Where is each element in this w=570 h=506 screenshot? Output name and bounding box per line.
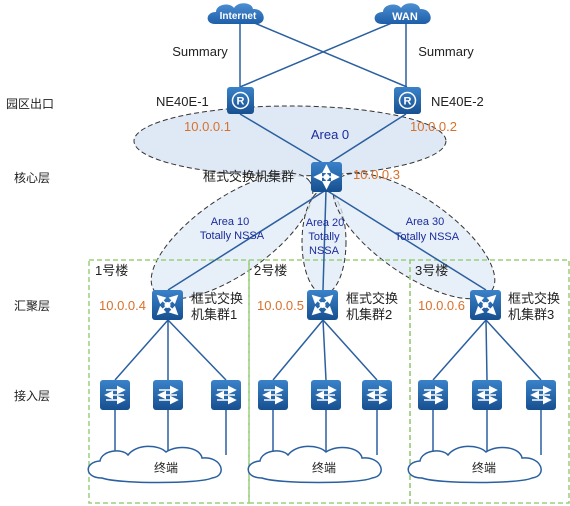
router-2-name: NE40E-2: [431, 94, 484, 109]
building-3-ip: 10.0.0.6: [418, 298, 465, 313]
aggregation-switch-icon: [470, 290, 501, 320]
terminal-cloud-icon: [247, 445, 382, 484]
access-switch-icon: [418, 380, 448, 410]
core-ip: 10.0.0.3: [353, 167, 400, 182]
access-switches: [100, 380, 556, 410]
summary-right: Summary: [418, 44, 474, 59]
building-3-switch-name-2: 机集群3: [508, 307, 554, 322]
core-switch-icon: [311, 162, 342, 192]
internet-label: Internet: [220, 11, 257, 22]
router-icon: R: [227, 87, 254, 114]
layer-egress: 园区出口: [6, 97, 54, 111]
area10-label: Area 10: [211, 216, 250, 228]
wan-cloud-icon: [374, 3, 431, 24]
access-switch-icon: [211, 380, 241, 410]
building-1-label: 1号楼: [95, 263, 128, 278]
area0-ellipse: [133, 105, 447, 177]
wan-label: WAN: [392, 11, 418, 23]
building-2-label: 2号楼: [254, 263, 287, 278]
building-2-switch-name-2: 机集群2: [346, 307, 392, 322]
building-1-terminal-label: 终端: [154, 460, 178, 475]
building-3-switch-name-1: 框式交换: [508, 291, 560, 306]
access-switch-icon: [258, 380, 288, 410]
access-switch-icon: [100, 380, 130, 410]
building-1-switch-name-2: 机集群1: [191, 307, 237, 322]
area20-label: Area 20: [306, 217, 345, 229]
summary-left: Summary: [172, 44, 228, 59]
aggregation-switch-icon: [152, 290, 183, 320]
internet-cloud-icon: [207, 3, 264, 24]
area20-type-2: NSSA: [309, 245, 340, 257]
router-1-ip: 10.0.0.1: [184, 119, 231, 134]
core-name: 框式交换机集群: [203, 169, 294, 184]
building-2-terminal-label: 终端: [312, 460, 336, 475]
terminal-cloud-icon: [407, 445, 542, 484]
layer-core: 核心层: [14, 171, 50, 185]
router-1-name: NE40E-1: [156, 94, 209, 109]
building-3-box: [409, 259, 570, 504]
access-switch-icon: [362, 380, 392, 410]
area20-type-1: Totally: [308, 231, 340, 243]
router-2-ip: 10.0.0.2: [410, 119, 457, 134]
access-switch-icon: [472, 380, 502, 410]
access-switch-icon: [526, 380, 556, 410]
area30-type: Totally NSSA: [395, 231, 460, 243]
svg-text:R: R: [404, 96, 412, 108]
aggregation-switch-icon: [307, 290, 338, 320]
building-1-ip: 10.0.0.4: [99, 298, 146, 313]
area0-label: Area 0: [311, 127, 349, 142]
building-1-switch-name-1: 框式交换: [191, 291, 243, 306]
links: [114, 16, 542, 455]
building-3-terminal-label: 终端: [472, 460, 496, 475]
access-switch-icon: [153, 380, 183, 410]
router-icon: R: [394, 87, 421, 114]
svg-text:R: R: [237, 96, 245, 108]
building-1-box: [88, 259, 250, 504]
building-2-ip: 10.0.0.5: [257, 298, 304, 313]
terminal-cloud-icon: [87, 445, 222, 484]
area10-type: Totally NSSA: [200, 230, 265, 242]
building-3-label: 3号楼: [415, 263, 448, 278]
building-2-switch-name-1: 框式交换: [346, 291, 398, 306]
layer-aggregation: 汇聚层: [14, 299, 50, 313]
access-switch-icon: [311, 380, 341, 410]
layer-access: 接入层: [14, 388, 50, 403]
area30-label: Area 30: [406, 216, 445, 228]
